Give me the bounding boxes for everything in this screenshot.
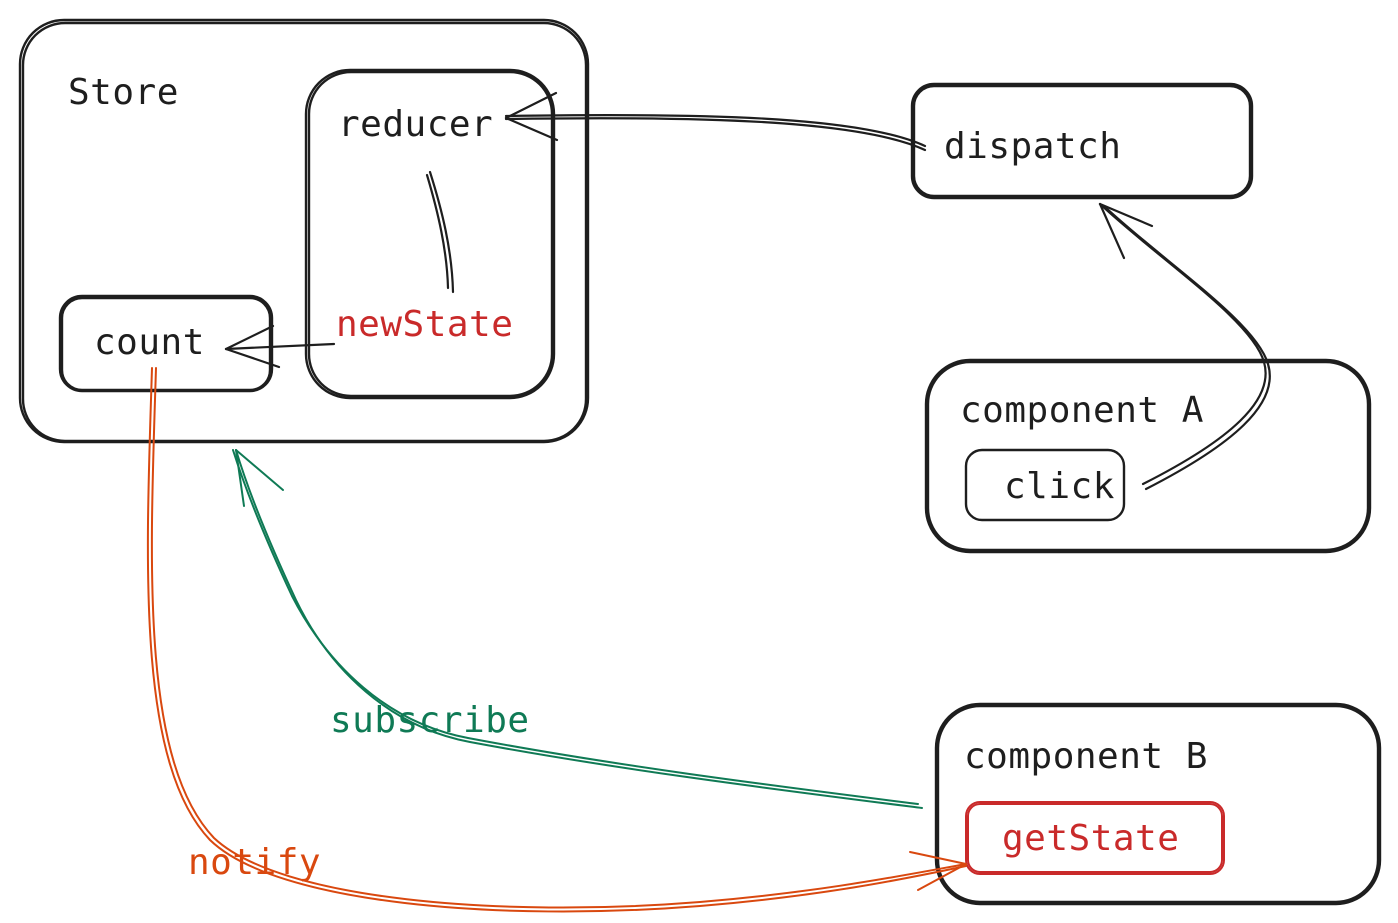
count-label: count [94,322,205,363]
reducer-label: reducer [338,104,493,145]
edge-reducer-to-new-state [425,170,455,294]
count-node: count [58,294,274,393]
dispatch-label: dispatch [944,126,1121,167]
store-node: Store [18,18,590,444]
component-b-label: component B [964,736,1208,777]
reducer-node: reducer newState [304,68,556,400]
get-state-label: getState [1002,818,1179,859]
notify-label: notify [188,842,321,883]
dispatch-node: dispatch [910,82,1254,200]
store-label: Store [68,72,179,113]
component-a-node: component A click [924,358,1372,554]
edge-subscribe: subscribe [232,449,923,809]
get-state-box[interactable]: getState [965,801,1225,875]
component-b-node: component B getState [934,702,1382,906]
click-button[interactable]: click [964,448,1126,522]
edge-notify: notify [146,367,967,913]
edge-new-state-to-count [224,324,336,369]
edge-dispatch-to-reducer [504,91,927,152]
edge-click-to-dispatch [1098,202,1271,491]
new-state-label: newState [336,304,513,345]
click-label: click [1004,466,1115,507]
component-a-label: component A [960,390,1204,431]
subscribe-label: subscribe [330,700,530,741]
